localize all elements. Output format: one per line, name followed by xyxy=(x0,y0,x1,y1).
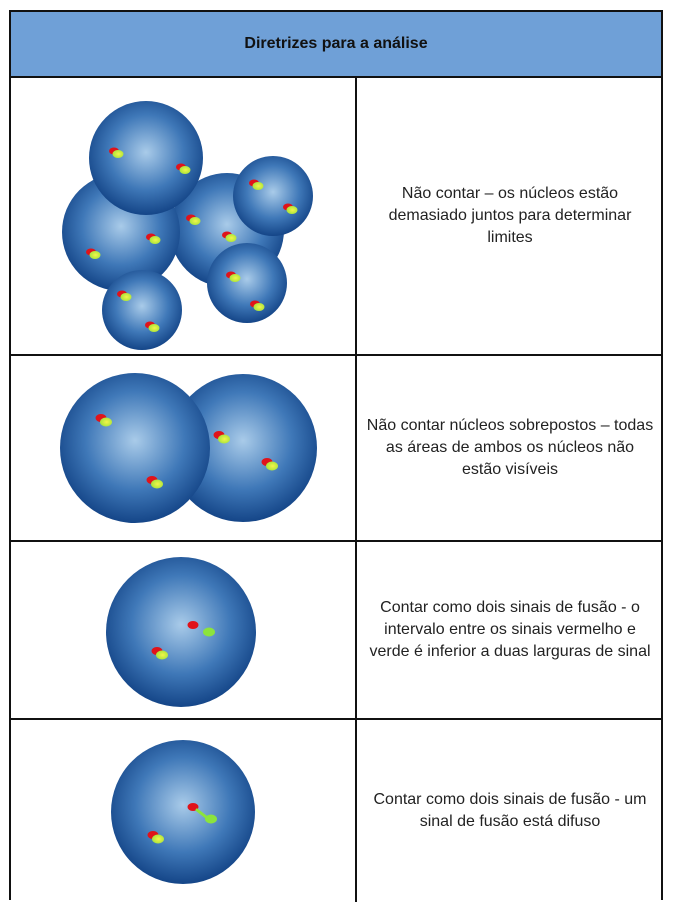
fusion-signals xyxy=(151,621,215,660)
nucleus xyxy=(207,243,287,323)
fusion-signals xyxy=(95,414,278,489)
gap-signals-illustration xyxy=(106,557,256,707)
row-image-cluster xyxy=(11,78,357,354)
overlapping-nuclei-illustration xyxy=(60,373,317,523)
table-row: Contar como dois sinais de fusão - o int… xyxy=(11,542,661,720)
row-image-diffuse xyxy=(11,720,357,902)
guidelines-table: Diretrizes para a análise xyxy=(9,10,663,902)
row-description: Não contar núcleos sobrepostos – todas a… xyxy=(359,356,661,540)
table-row: Contar como dois sinais de fusão - um si… xyxy=(11,720,661,902)
table-row: Não contar núcleos sobrepostos – todas a… xyxy=(11,356,661,542)
nucleus xyxy=(111,740,255,884)
row-description: Contar como dois sinais de fusão - um si… xyxy=(359,720,661,902)
nucleus xyxy=(60,373,210,523)
row-description: Contar como dois sinais de fusão - o int… xyxy=(359,542,661,718)
nucleus xyxy=(233,156,313,236)
row-description-text: Não contar – os núcleos estão demasiado … xyxy=(388,185,632,246)
table-row: Não contar – os núcleos estão demasiado … xyxy=(11,78,661,356)
nucleus xyxy=(106,557,256,707)
fusion-signals xyxy=(147,803,217,844)
nucleus xyxy=(89,101,203,215)
nuclei-cluster-illustration xyxy=(62,101,313,350)
row-description: Não contar – os núcleos estão demasiado … xyxy=(359,78,661,354)
diffuse-signal-illustration xyxy=(111,740,255,884)
row-image-overlap xyxy=(11,356,357,540)
header-title: Diretrizes para a análise xyxy=(244,35,428,52)
row-description-text: Não contar núcleos sobrepostos – todas a… xyxy=(366,417,654,478)
fusion-signals xyxy=(86,147,298,332)
nucleus xyxy=(169,374,317,522)
table-header: Diretrizes para a análise xyxy=(11,12,661,78)
nucleus xyxy=(102,270,182,350)
row-image-gap xyxy=(11,542,357,718)
row-description-text: Contar como dois sinais de fusão - um si… xyxy=(373,791,647,830)
row-description-text: Contar como dois sinais de fusão - o int… xyxy=(369,599,651,660)
